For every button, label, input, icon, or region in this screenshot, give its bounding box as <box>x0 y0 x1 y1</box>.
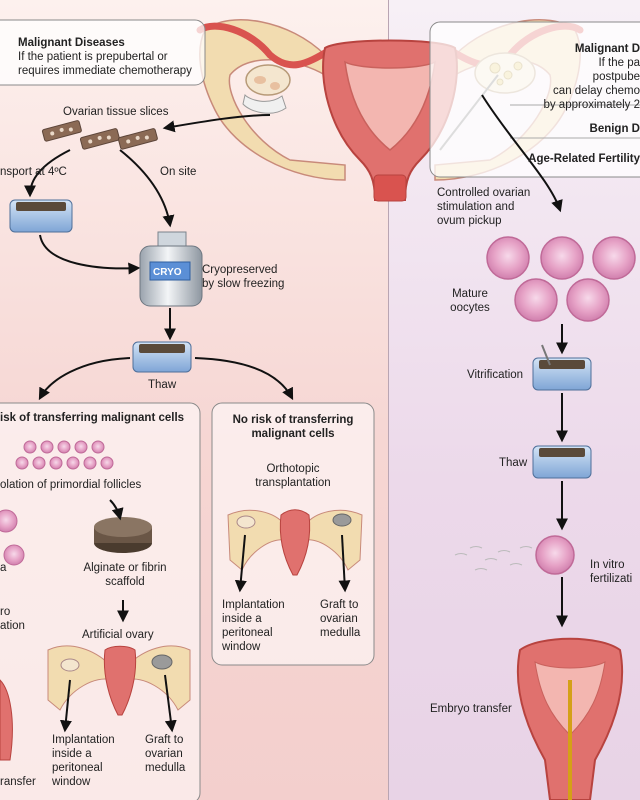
ivf-illustration <box>454 535 575 575</box>
transfer-frag: ransfer <box>0 776 36 788</box>
cryopreserved-line1: Cryopreserved <box>202 264 278 276</box>
right-box-line2: postpube <box>592 71 640 83</box>
risk-implant-4: window <box>52 776 91 788</box>
malignant-line2: requires immediate chemotherapy <box>18 65 192 77</box>
artificial-ovary-uterus-illustration <box>47 645 191 716</box>
risk-implant-2: inside a <box>52 748 92 760</box>
risk-implant-3: peritoneal <box>52 762 103 774</box>
norisk-graft-1: Graft to <box>320 599 359 611</box>
controlled-line3: ovum pickup <box>437 215 502 227</box>
primordial-follicles-illustration <box>15 440 114 470</box>
norisk-implant-3: peritoneal <box>222 627 273 639</box>
transport-container-illustration <box>9 199 73 233</box>
isolation-label: olation of primordial follicles <box>0 479 142 491</box>
norisk-graft-3: medulla <box>320 627 361 639</box>
thaw-container-illustration <box>132 341 192 373</box>
thaw-label: Thaw <box>148 379 177 391</box>
malignant-line1: If the patient is prepubertal or <box>18 51 168 63</box>
no-risk-title-2: malignant cells <box>251 428 335 440</box>
malignant-title: Malignant Diseases <box>18 37 125 49</box>
vitrification-label: Vitrification <box>467 369 524 381</box>
ovarian-tissue-slices-label: Ovarian tissue slices <box>63 106 169 118</box>
norisk-graft-2: ovarian <box>320 613 358 625</box>
right-box-line4: by approximately 2 <box>543 99 640 111</box>
age-related-title: Age-Related Fertility <box>528 153 640 165</box>
embryo-transfer-uterus-illustration <box>516 637 624 800</box>
orthotopic-line2: transplantation <box>255 477 331 489</box>
alginate-scaffold-illustration <box>94 517 152 553</box>
controlled-line1: Controlled ovarian <box>437 187 531 199</box>
panel-divider <box>388 0 389 800</box>
on-site-label: On site <box>160 166 197 178</box>
right-thaw-label: Thaw <box>499 457 528 469</box>
mature-oocytes-illustration <box>486 236 636 322</box>
alginate-line2: scaffold <box>105 576 145 588</box>
ation-frag: ation <box>0 620 25 632</box>
ro-frag: ro <box>0 606 11 618</box>
cryopreserved-line2: by slow freezing <box>202 278 285 290</box>
mature-line2: oocytes <box>450 302 490 314</box>
right-thaw-container-illustration <box>532 445 592 479</box>
risk-graft-1: Graft to <box>145 734 184 746</box>
right-box-line1: If the pa <box>598 57 640 69</box>
follicle-small-illustrations <box>0 509 25 566</box>
ovarian-tissue-slices-illustration <box>41 120 158 150</box>
malignant-diseases-box <box>0 19 206 86</box>
risk-graft-3: medulla <box>145 762 186 774</box>
orthotopic-line1: Orthotopic <box>266 463 320 475</box>
controlled-line2: stimulation and <box>437 201 515 213</box>
vitrification-container-illustration <box>532 344 592 391</box>
risk-box-title: isk of transferring malignant cells <box>0 412 185 424</box>
norisk-implant-2: inside a <box>222 613 262 625</box>
risk-graft-2: ovarian <box>145 748 183 760</box>
benign-title: Benign D <box>589 123 640 135</box>
mature-line1: Mature <box>452 288 488 300</box>
ivf-line2: fertilizati <box>590 573 633 585</box>
right-box-line3: can delay chemo <box>553 85 640 97</box>
norisk-implant-4: window <box>222 641 261 653</box>
cryo-tank-illustration <box>139 231 203 307</box>
risk-implant-1: Implantation <box>52 734 115 746</box>
no-risk-title-1: No risk of transferring <box>232 414 354 426</box>
right-box-title: Malignant D <box>574 43 640 55</box>
embryo-transfer-label: Embryo transfer <box>430 703 512 715</box>
ivf-line1: In vitro <box>590 559 625 571</box>
artificial-ovary-label: Artificial ovary <box>82 629 154 641</box>
transport-label: nsport at 4ºC <box>0 166 67 178</box>
alginate-line1: Alginate or fibrin <box>83 562 167 574</box>
norisk-implant-1: Implantation <box>222 599 285 611</box>
a-frag: a <box>0 562 7 574</box>
left-partial-uterus <box>0 679 13 761</box>
cryo-label: CRYO <box>153 267 182 278</box>
